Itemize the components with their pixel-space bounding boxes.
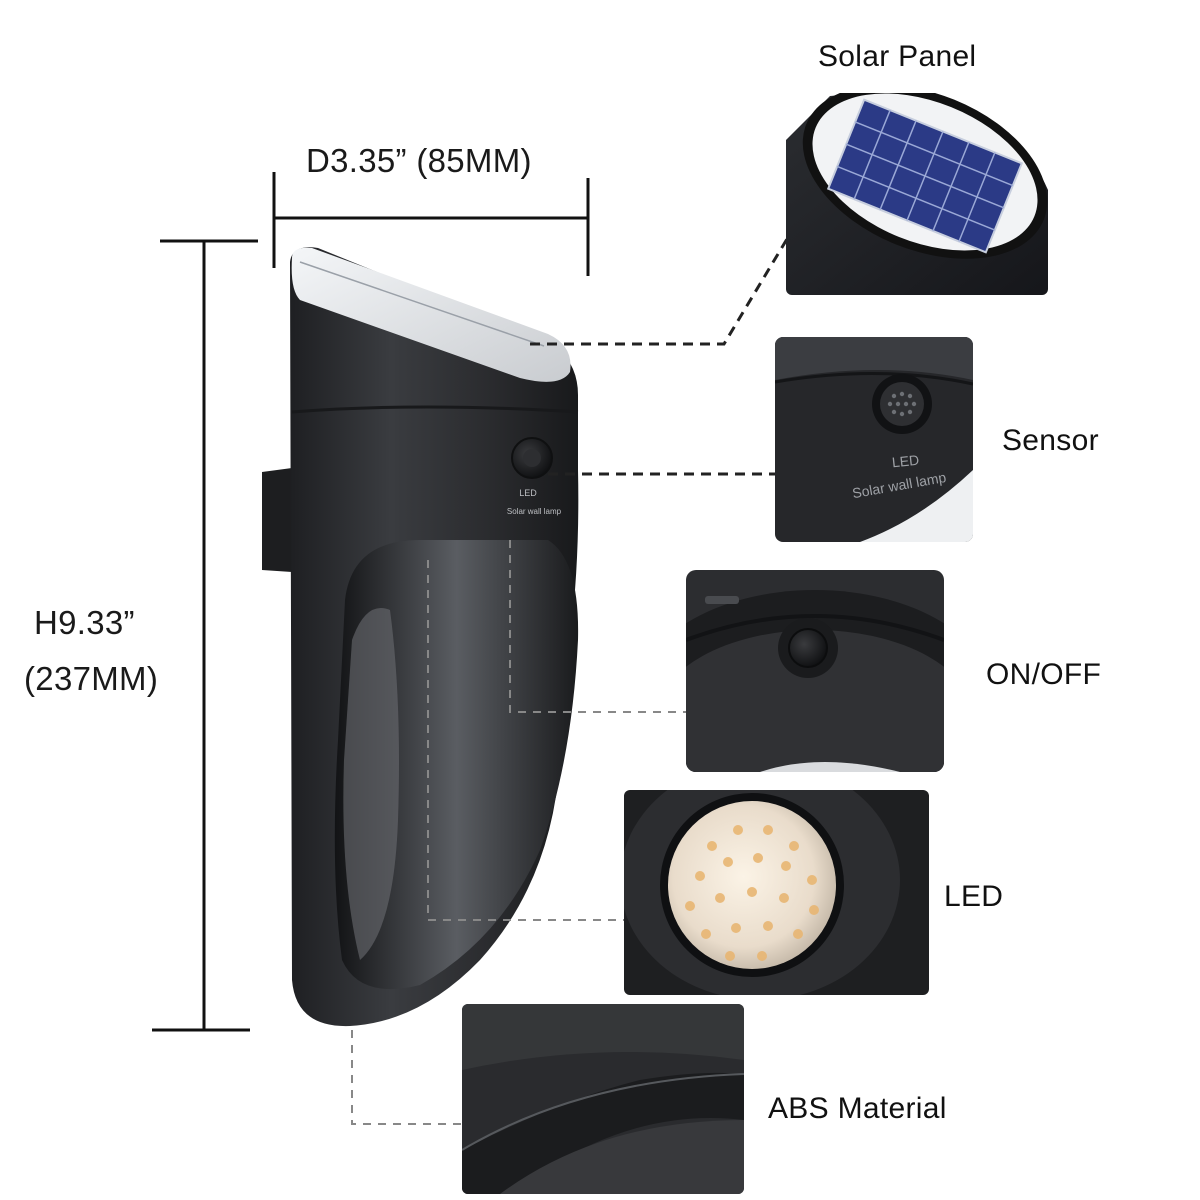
switch-detail-image (686, 570, 944, 772)
solar-panel-label: Solar Panel (818, 40, 977, 73)
callout-line-switch (509, 540, 686, 713)
height-label-line1: H9.33” (34, 604, 135, 641)
depth-label: D3.35” (85MM) (306, 142, 532, 179)
wall-bracket (262, 468, 292, 572)
svg-text:LED: LED (891, 452, 920, 471)
callout-line-abs (351, 1030, 462, 1125)
callout-line-led (427, 560, 624, 921)
solar-panel-detail-image (786, 93, 1048, 295)
led-label: LED (944, 880, 1004, 913)
lamp-print-led: LED (519, 488, 537, 498)
lamp-print-name: Solar wall lamp (507, 507, 562, 516)
sensor-detail-image: LED Solar wall lamp (775, 337, 973, 542)
height-dimension-line (152, 239, 258, 1032)
on-off-label: ON/OFF (986, 658, 1102, 691)
callout-lines (530, 233, 792, 476)
lamp-body (290, 247, 579, 1027)
height-label-line2: (237MM) (24, 660, 159, 697)
abs-material-label: ABS Material (768, 1092, 947, 1125)
abs-material-detail-image (462, 1004, 744, 1194)
depth-dimension-line (272, 172, 590, 276)
led-detail-image (624, 790, 929, 995)
sensor-label: Sensor (1002, 424, 1099, 457)
